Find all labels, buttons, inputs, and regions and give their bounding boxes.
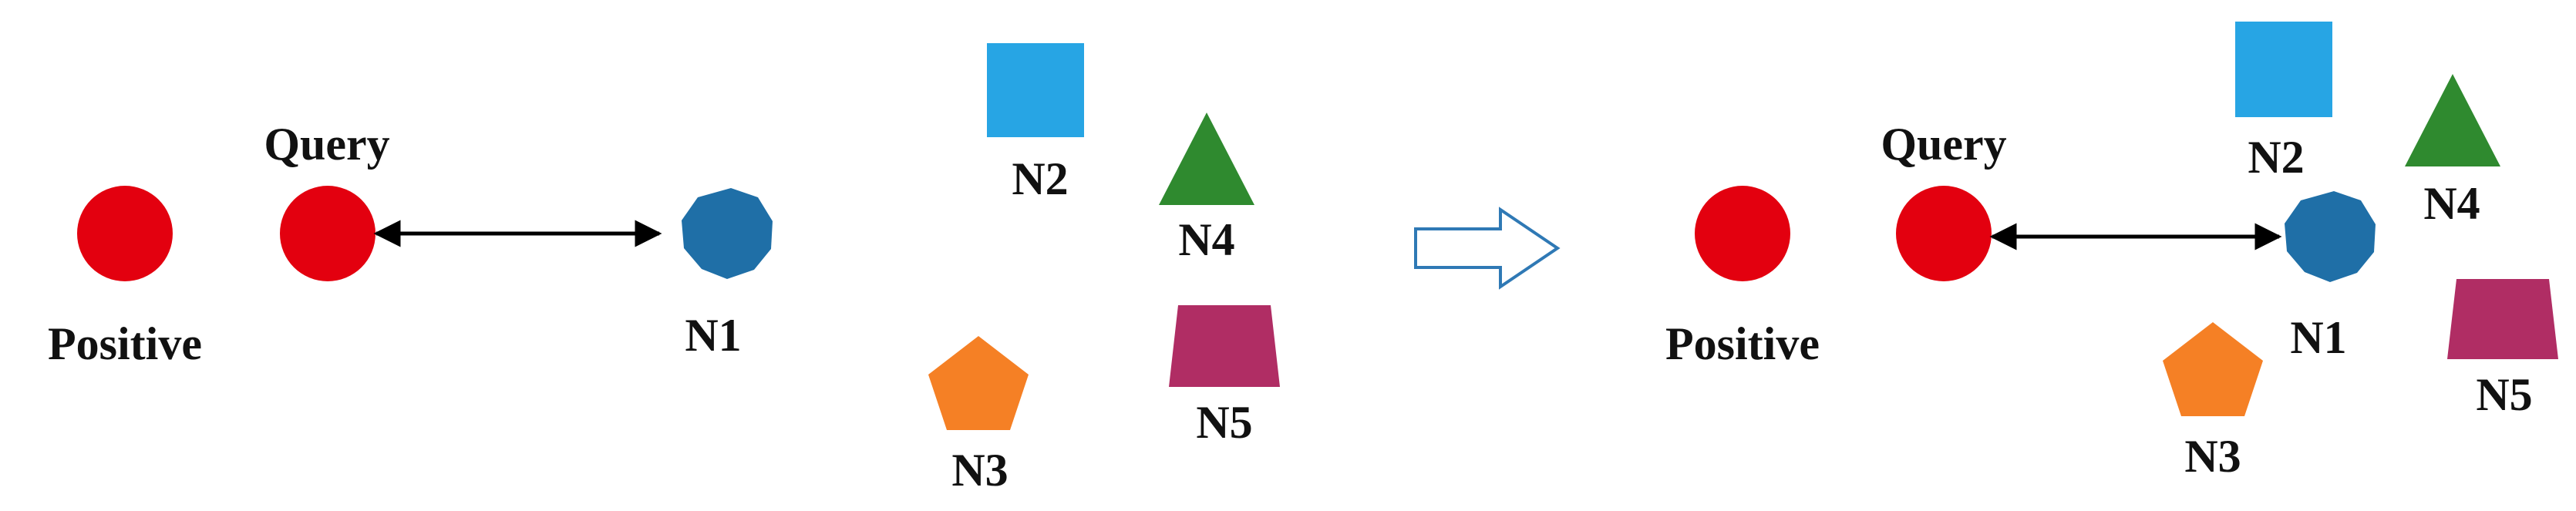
n3-node: [928, 336, 1029, 430]
n4-label: N4: [1178, 214, 1234, 265]
n2-label: N2: [1012, 153, 1068, 204]
n3-label: N3: [2184, 431, 2241, 482]
query-node: [1896, 186, 1992, 281]
n3-node: [2163, 322, 2263, 416]
positive-node: [1695, 186, 1790, 281]
panel-before: Positive Query N1 N2 N4 N3 N5: [48, 43, 1280, 496]
query-node: [280, 186, 375, 281]
panel-after: Positive Query N1 N2 N4 N3 N5: [1665, 22, 2558, 482]
n1-label: N1: [2290, 312, 2346, 363]
positive-label: Positive: [1665, 318, 1820, 369]
n4-node: [2405, 74, 2500, 166]
positive-label: Positive: [48, 318, 202, 369]
transition-arrow-icon: [1414, 207, 1561, 290]
n5-node: [1169, 305, 1280, 387]
n2-node: [987, 43, 1084, 137]
n1-label: N1: [685, 310, 741, 361]
n4-node: [1159, 113, 1254, 205]
query-label: Query: [1881, 119, 2006, 170]
n5-node: [2447, 279, 2558, 359]
positive-node: [77, 186, 173, 281]
n1-node: [682, 188, 773, 279]
n4-label: N4: [2423, 178, 2480, 229]
n5-label: N5: [2476, 369, 2532, 420]
query-label: Query: [264, 119, 389, 170]
n5-label: N5: [1196, 397, 1252, 448]
n1-node: [2285, 191, 2376, 282]
n2-node: [2235, 22, 2332, 117]
n2-label: N2: [2248, 132, 2304, 183]
n3-label: N3: [951, 445, 1008, 496]
